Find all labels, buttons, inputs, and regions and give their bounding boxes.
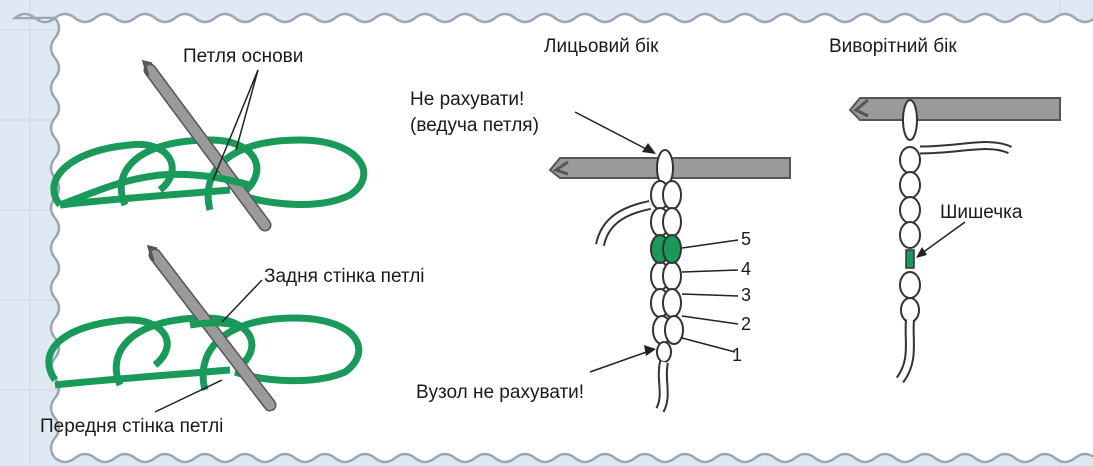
label-base-loop: Петля основи: [183, 47, 303, 66]
stitch-number: 5: [741, 230, 751, 248]
label-bump: Шишечка: [940, 203, 1022, 222]
stitch-number: 2: [741, 315, 751, 333]
stitch-number: 3: [741, 286, 751, 304]
label-leading-loop: (ведуча петля): [410, 116, 539, 135]
label-no-count: Не рахувати!: [410, 90, 524, 109]
stitch-number: 4: [741, 260, 751, 278]
stitch-number: 1: [732, 346, 742, 364]
label-front-side: Лицьовий бік: [544, 37, 658, 56]
label-back-wall: Задня стінка петлі: [264, 267, 425, 286]
label-knot-no-count: Вузол не рахувати!: [416, 383, 584, 402]
label-back-side: Виворітний бік: [829, 37, 957, 56]
label-front-wall: Передня стінка петлі: [40, 417, 223, 436]
